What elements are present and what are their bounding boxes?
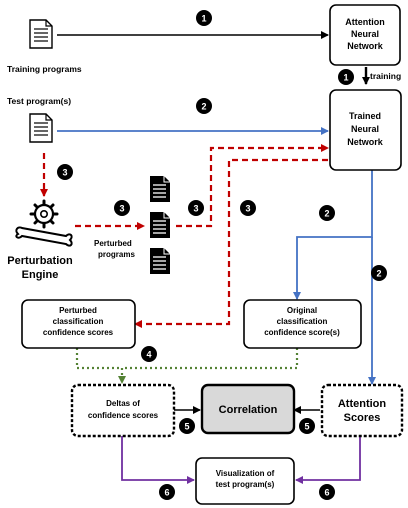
- perturbation-engine-label-1: Perturbation: [7, 255, 73, 267]
- svg-text:4: 4: [146, 350, 151, 360]
- step-badge-6: 6: [159, 484, 175, 500]
- perturbed-scores-box: [21, 299, 136, 349]
- svg-text:1: 1: [201, 14, 206, 24]
- perturbed-programs-label-2: programs: [98, 250, 135, 259]
- step-badge-3: 3: [188, 200, 204, 216]
- step-badge-5: 5: [179, 418, 195, 434]
- original-scores-line-1: Original: [287, 306, 317, 315]
- svg-text:3: 3: [193, 204, 198, 214]
- gear-wrench-icon: [15, 199, 73, 247]
- step-badge-3: 3: [240, 200, 256, 216]
- step-badge-5: 5: [299, 418, 315, 434]
- step-badge-4: 4: [141, 346, 157, 362]
- svg-text:3: 3: [119, 204, 124, 214]
- perturbed-scores-line-1: Perturbed: [59, 306, 97, 315]
- arrow-trained-to-perturbed-scores: [134, 158, 328, 328]
- test-programs-label: Test program(s): [7, 96, 71, 106]
- attention-nn-line-3: Network: [347, 41, 384, 51]
- svg-text:2: 2: [201, 102, 206, 112]
- arrow-programs-to-trained-nn: [176, 144, 329, 228]
- visualization-box: [195, 457, 295, 505]
- step-badge-3: 3: [114, 200, 130, 216]
- arrow-perturbed-to-deltas: [75, 348, 126, 384]
- arrow-original-to-deltas: [122, 348, 299, 370]
- attention-nn-line-1: Attention: [345, 17, 385, 27]
- visualization-line-1: Visualization of: [216, 469, 275, 478]
- step-badge-2: 2: [196, 98, 212, 114]
- training-label: training: [370, 71, 401, 81]
- svg-text:6: 6: [164, 488, 169, 498]
- original-scores-line-2: classification: [277, 317, 328, 326]
- trained-nn-line-3: Network: [347, 137, 384, 147]
- svg-text:2: 2: [324, 209, 329, 219]
- training-programs-label: Training programs: [7, 64, 82, 74]
- perturbed-program-document-icon: [149, 175, 171, 203]
- original-scores-box: [243, 299, 362, 349]
- attention-nn-line-2: Neural: [351, 29, 379, 39]
- perturbed-scores-line-2: classification: [53, 317, 104, 326]
- step-badge-2: 2: [371, 265, 387, 281]
- deltas-box: [70, 383, 176, 438]
- training-programs-document-icon: [29, 19, 53, 49]
- deltas-line-2: confidence scores: [88, 411, 159, 420]
- correlation-box: [200, 383, 296, 435]
- original-scores-line-3: confidence score(s): [264, 328, 340, 337]
- trained-nn-line-2: Neural: [351, 124, 379, 134]
- svg-text:3: 3: [245, 204, 250, 214]
- attention-scores-box: [320, 383, 404, 438]
- svg-text:5: 5: [304, 422, 309, 432]
- trained-nn-line-1: Trained: [349, 111, 381, 121]
- arrow-deltas-to-visualization: [121, 436, 195, 484]
- step-badge-1: 1: [196, 10, 212, 26]
- step-badge-3: 3: [57, 164, 73, 180]
- perturbed-program-document-icon: [149, 211, 171, 239]
- attention-neural-network-box: [329, 4, 401, 66]
- deltas-line-1: Deltas of: [106, 399, 140, 408]
- test-program-document-icon: [29, 113, 53, 143]
- arrow-attention-to-visualization: [295, 436, 361, 484]
- svg-text:3: 3: [62, 168, 67, 178]
- perturbed-program-document-icon: [149, 247, 171, 275]
- visualization-line-2: test program(s): [216, 480, 275, 489]
- trained-neural-network-box: [329, 89, 402, 171]
- correlation-label: Correlation: [219, 404, 278, 416]
- svg-text:2: 2: [376, 269, 381, 279]
- step-badge-6: 6: [319, 484, 335, 500]
- arrow-trained-to-original-scores: [293, 170, 373, 300]
- svg-text:5: 5: [184, 422, 189, 432]
- attention-scores-line-2: Scores: [344, 412, 381, 424]
- perturbed-scores-line-3: confidence scores: [43, 328, 114, 337]
- perturbation-engine-label-2: Engine: [22, 269, 59, 281]
- svg-text:6: 6: [324, 488, 329, 498]
- step-badge-1: 1: [338, 69, 354, 85]
- svg-text:1: 1: [343, 73, 348, 83]
- perturbed-programs-label-1: Perturbed: [94, 239, 132, 248]
- attention-scores-line-1: Attention: [338, 398, 387, 410]
- step-badge-2: 2: [319, 205, 335, 221]
